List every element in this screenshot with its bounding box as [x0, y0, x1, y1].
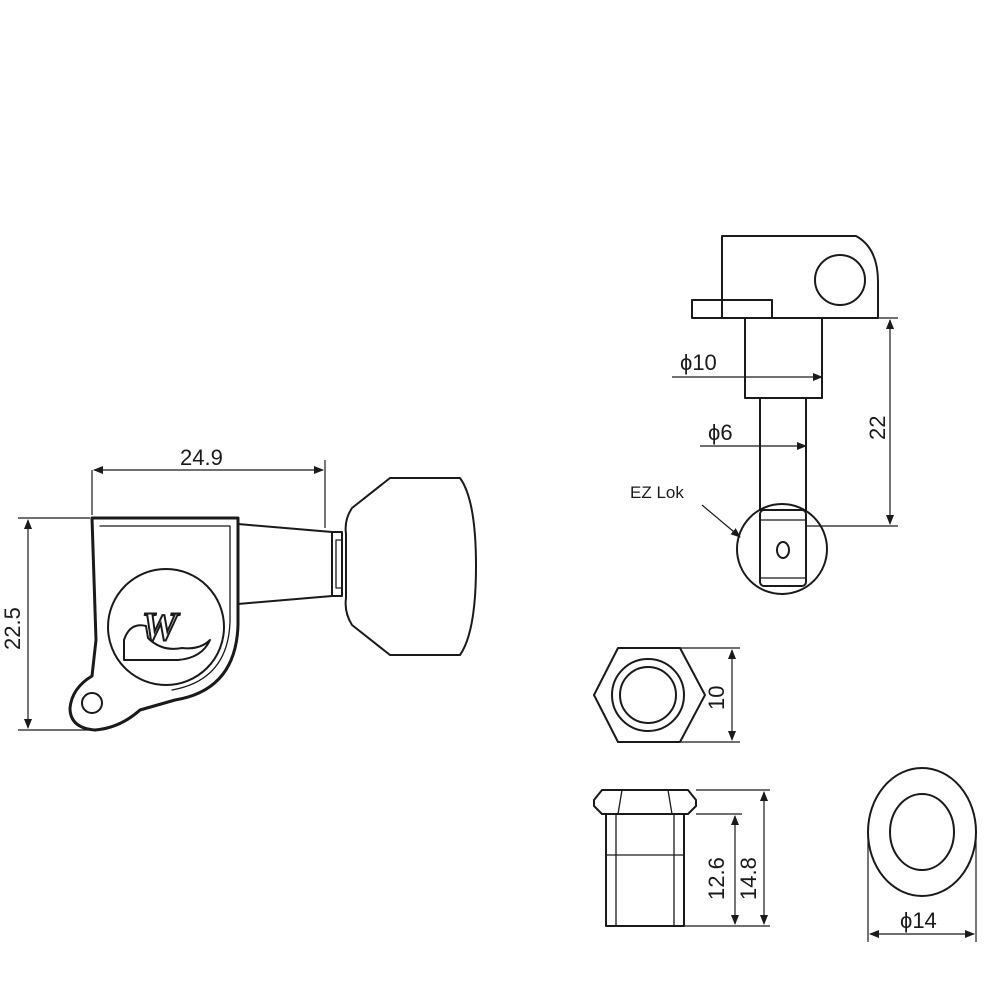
- mounting-hole: [81, 692, 103, 714]
- washer-inner: [889, 793, 955, 871]
- dim-washer-diameter: ϕ14: [900, 908, 937, 933]
- dim-post-large-diameter: ϕ10: [680, 350, 717, 375]
- string-post-view: ϕ10 ϕ6 22 EZ Lok: [630, 235, 898, 595]
- dim-nut-width: 10: [704, 686, 729, 710]
- ez-lok-leader: [701, 504, 741, 538]
- tuner-button: [344, 477, 477, 656]
- dim-post-small-diameter: ϕ6: [708, 420, 733, 445]
- dim-body-height: 22.5: [0, 607, 25, 650]
- ez-lok-string-hole: [776, 541, 790, 559]
- tuner-shaft: [237, 523, 333, 605]
- washer-view: ϕ14: [867, 767, 977, 942]
- dim-body-width: 24.9: [180, 445, 223, 470]
- dim-bushing-inner: 12.6: [704, 857, 729, 900]
- ez-lok-post-end: [759, 509, 807, 587]
- tuner-housing: [68, 516, 240, 732]
- post-large-section: [744, 317, 823, 399]
- bushing-body: [605, 813, 685, 927]
- shaft-collar: [331, 531, 343, 597]
- hex-nut-view: 10: [593, 647, 740, 743]
- ez-lok-detail-circle: [736, 503, 828, 595]
- post-head: [721, 235, 879, 319]
- bushing-side-view: 12.6 14.8: [593, 789, 770, 927]
- bushing-nut-head: [593, 789, 697, 815]
- logo-letter: W: [142, 604, 180, 649]
- post-flange: [691, 299, 773, 319]
- ez-lok-label: EZ Lok: [630, 483, 684, 502]
- dim-post-length: 22: [865, 416, 890, 440]
- post-head-hole: [814, 254, 866, 306]
- brand-logo: [107, 568, 225, 686]
- tuner-side-view: W 24.9 22.5: [0, 445, 477, 732]
- washer-outer: [867, 767, 977, 897]
- hex-nut: [593, 647, 706, 743]
- dim-bushing-outer: 14.8: [736, 857, 761, 900]
- post-small-section: [759, 397, 807, 511]
